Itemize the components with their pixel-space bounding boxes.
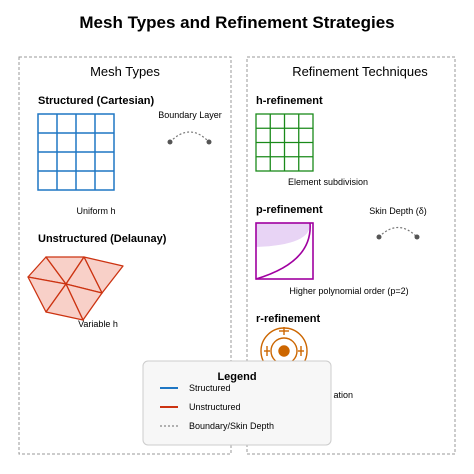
r-refinement-caption: ation xyxy=(333,390,353,400)
structured-caption: Uniform h xyxy=(76,206,115,216)
skin-depth-curve xyxy=(376,226,420,240)
refinement-panel xyxy=(246,56,456,455)
unstructured-mesh xyxy=(27,256,124,321)
legend-title: Legend xyxy=(217,371,256,383)
h-refinement-caption: Element subdivision xyxy=(288,177,368,187)
mesh-types-panel xyxy=(18,56,232,455)
legend-structured-label: Structured xyxy=(189,383,231,393)
mesh-types-heading: Mesh Types xyxy=(90,64,160,79)
legend-box: Legend Structured Unstructured Boundary/… xyxy=(142,360,332,446)
r-refinement-label: r-refinement xyxy=(256,313,321,325)
p-refinement-element xyxy=(255,222,314,280)
structured-label: Structured (Cartesian) xyxy=(38,95,154,107)
boundary-layer-curve xyxy=(167,131,212,145)
diagram-title: Mesh Types and Refinement Strategies xyxy=(79,13,394,32)
legend-background xyxy=(142,360,332,446)
p-refinement-label: p-refinement xyxy=(256,204,323,216)
h-refinement-grid xyxy=(255,113,314,172)
boundary-layer-label: Boundary Layer xyxy=(158,110,222,120)
skin-depth-label: Skin Depth (δ) xyxy=(369,206,427,216)
legend-boundary-label: Boundary/Skin Depth xyxy=(189,421,274,431)
refinement-heading: Refinement Techniques xyxy=(292,64,428,79)
p-refinement-caption: Higher polynomial order (p=2) xyxy=(289,286,408,296)
structured-grid xyxy=(37,113,115,191)
unstructured-label: Unstructured (Delaunay) xyxy=(38,233,167,245)
legend-unstructured-label: Unstructured xyxy=(189,402,241,412)
unstructured-caption: Variable h xyxy=(78,319,118,329)
h-refinement-label: h-refinement xyxy=(256,95,323,107)
